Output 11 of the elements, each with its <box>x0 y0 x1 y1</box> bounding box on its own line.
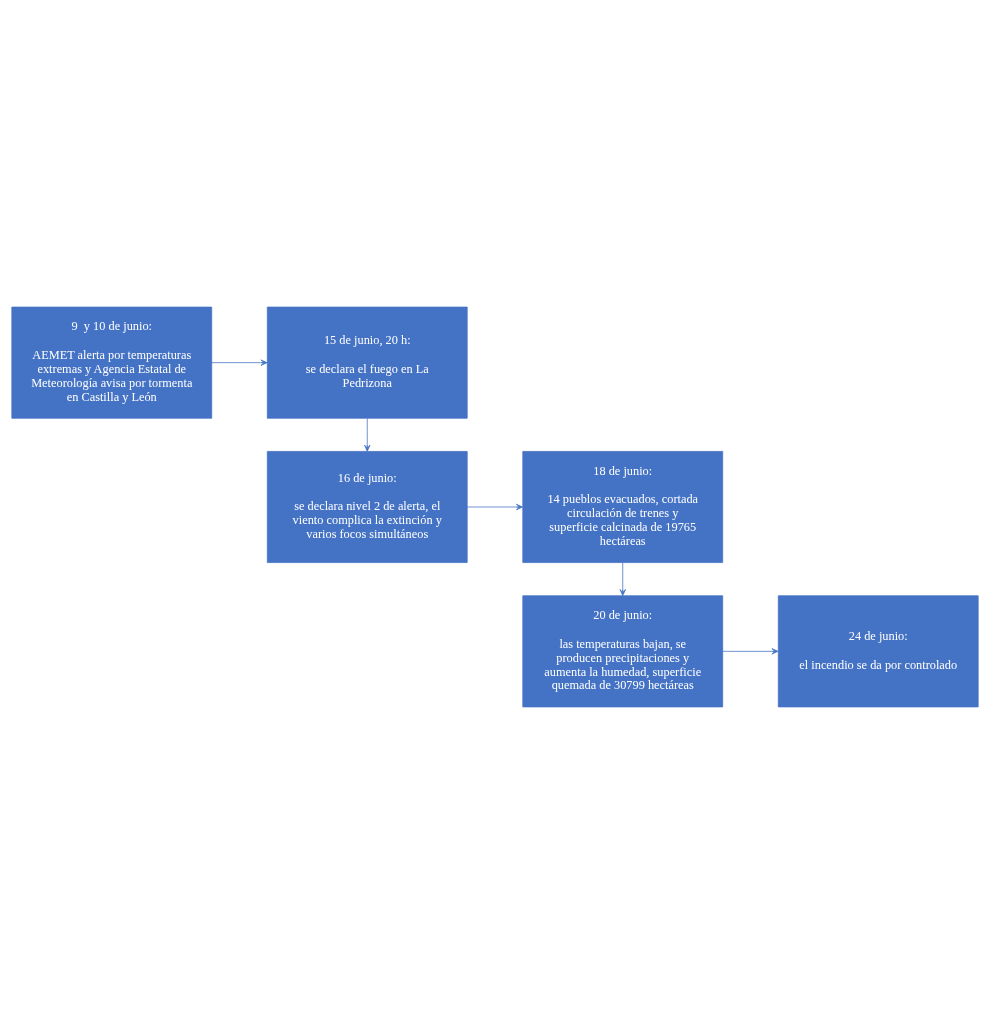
arrow <box>364 418 371 452</box>
arrow <box>619 562 626 596</box>
arrow <box>722 648 779 655</box>
node-box: 16 de junio: se declara nivel 2 de alerta, el viento complica la extinción y varios focos simultáneos <box>266 451 468 563</box>
node-box: 18 de junio: 14 pueblos evacuados, cortada circulación de trenes y superficie calcinada de 19765 hectáreas <box>522 451 724 563</box>
node-box: 24 de junio: el incendio se da por controlado <box>777 595 979 708</box>
arrow <box>466 503 523 511</box>
node-box: 9 y 10 de junio: AEMET alerta por temperaturas extremas y Agencia Estatal de Meteorología avisa por tormenta en Castilla y León <box>11 306 213 419</box>
node-box: 20 de junio: las temperaturas bajan, se producen precipitaciones y aumenta la humedad, superficie quemada de 30799 hectáreas <box>522 595 724 708</box>
arrow <box>211 359 268 366</box>
node-box: 15 de junio, 20 h: se declara el fuego en La Pedrizona <box>266 306 468 419</box>
